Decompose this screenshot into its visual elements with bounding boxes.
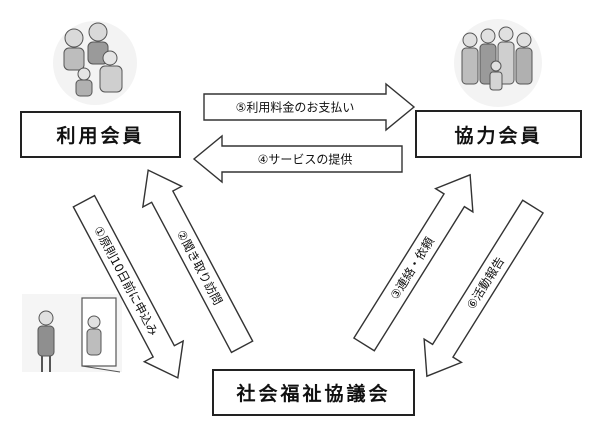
council-box: 社会福祉協議会	[212, 369, 415, 416]
arrow-interview-label: ②聞き取り訪問	[174, 227, 226, 307]
arrow-payment-label: ⑤利用料金のお支払い	[236, 100, 355, 115]
user-member-box: 利用会員	[20, 111, 181, 158]
volunteer-group-illustration	[454, 19, 542, 107]
council-label: 社会福祉協議会	[236, 383, 391, 405]
visit-illustration	[22, 294, 122, 373]
arrow-apply-label: ①原則10日前に申込み	[91, 223, 162, 338]
arrow-service-label: ④サービスの提供	[258, 152, 353, 167]
arrow-payment: ⑤利用料金のお支払い	[203, 82, 416, 132]
elderly-couple-illustration	[53, 21, 137, 105]
helper-member-label: 協力会員	[454, 124, 543, 147]
arrow-service: ④サービスの提供	[192, 134, 403, 184]
helper-member-box: 協力会員	[415, 110, 582, 158]
user-member-label: 利用会員	[56, 125, 145, 147]
